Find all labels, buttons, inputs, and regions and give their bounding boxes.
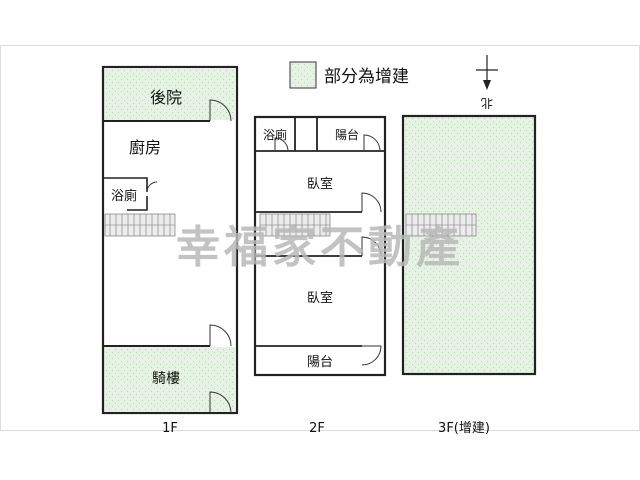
stairs-2f <box>259 213 331 237</box>
legend: 部分為增建 <box>289 61 409 89</box>
door-bath-2f-icon <box>274 137 289 152</box>
outline-2f <box>253 115 387 377</box>
compass-label: 北 <box>481 96 493 110</box>
floor-label-1f: 1F <box>162 421 178 436</box>
north-arrow-icon: 北 <box>476 55 498 110</box>
room-label-kitchen: 廚房 <box>129 138 161 157</box>
arcade-fill <box>103 347 235 411</box>
backyard-fill <box>103 69 235 120</box>
door-backyard-icon <box>209 99 232 122</box>
stairs-3f <box>405 213 477 237</box>
room-label-balcony-back: 陽台 <box>335 127 359 142</box>
outline-1f <box>101 65 239 415</box>
stairs-1f <box>104 213 176 237</box>
door-entry-icon <box>209 391 232 414</box>
addition-3f-fill <box>403 116 535 374</box>
room-label-bedroom-1: 臥室 <box>307 176 333 192</box>
door-balcony-front-icon <box>361 345 382 366</box>
door-arcade-icon <box>209 324 232 347</box>
room-label-arcade: 騎樓 <box>152 371 180 387</box>
watermark: 幸福家不動產 <box>176 222 464 273</box>
room-label-bedroom-2: 臥室 <box>307 290 333 306</box>
floor-label-3f: 3F(增建) <box>438 421 490 436</box>
door-bedroom-1-icon <box>361 192 382 213</box>
legend-text: 部分為增建 <box>324 67 409 87</box>
door-bedroom-2-icon <box>361 236 382 257</box>
room-label-balcony-front: 陽台 <box>307 355 333 370</box>
floor-3f: 3F(增建) <box>401 114 537 436</box>
outline-3f <box>401 114 537 376</box>
room-label-backyard: 後院 <box>150 88 182 107</box>
room-label-bathroom-1f: 浴廁 <box>111 188 137 204</box>
floor-1f: 後院 廚房 浴廁 騎樓 1F <box>101 65 239 436</box>
floor-2f: 浴廁 陽台 臥室 臥室 陽台 2F <box>253 115 387 436</box>
legend-swatch <box>289 61 317 89</box>
floor-label-2f: 2F <box>309 421 325 436</box>
door-balcony-back-icon <box>363 134 381 152</box>
door-bath-1f-icon <box>146 181 158 193</box>
room-label-bathroom-2f: 浴廁 <box>263 127 287 142</box>
